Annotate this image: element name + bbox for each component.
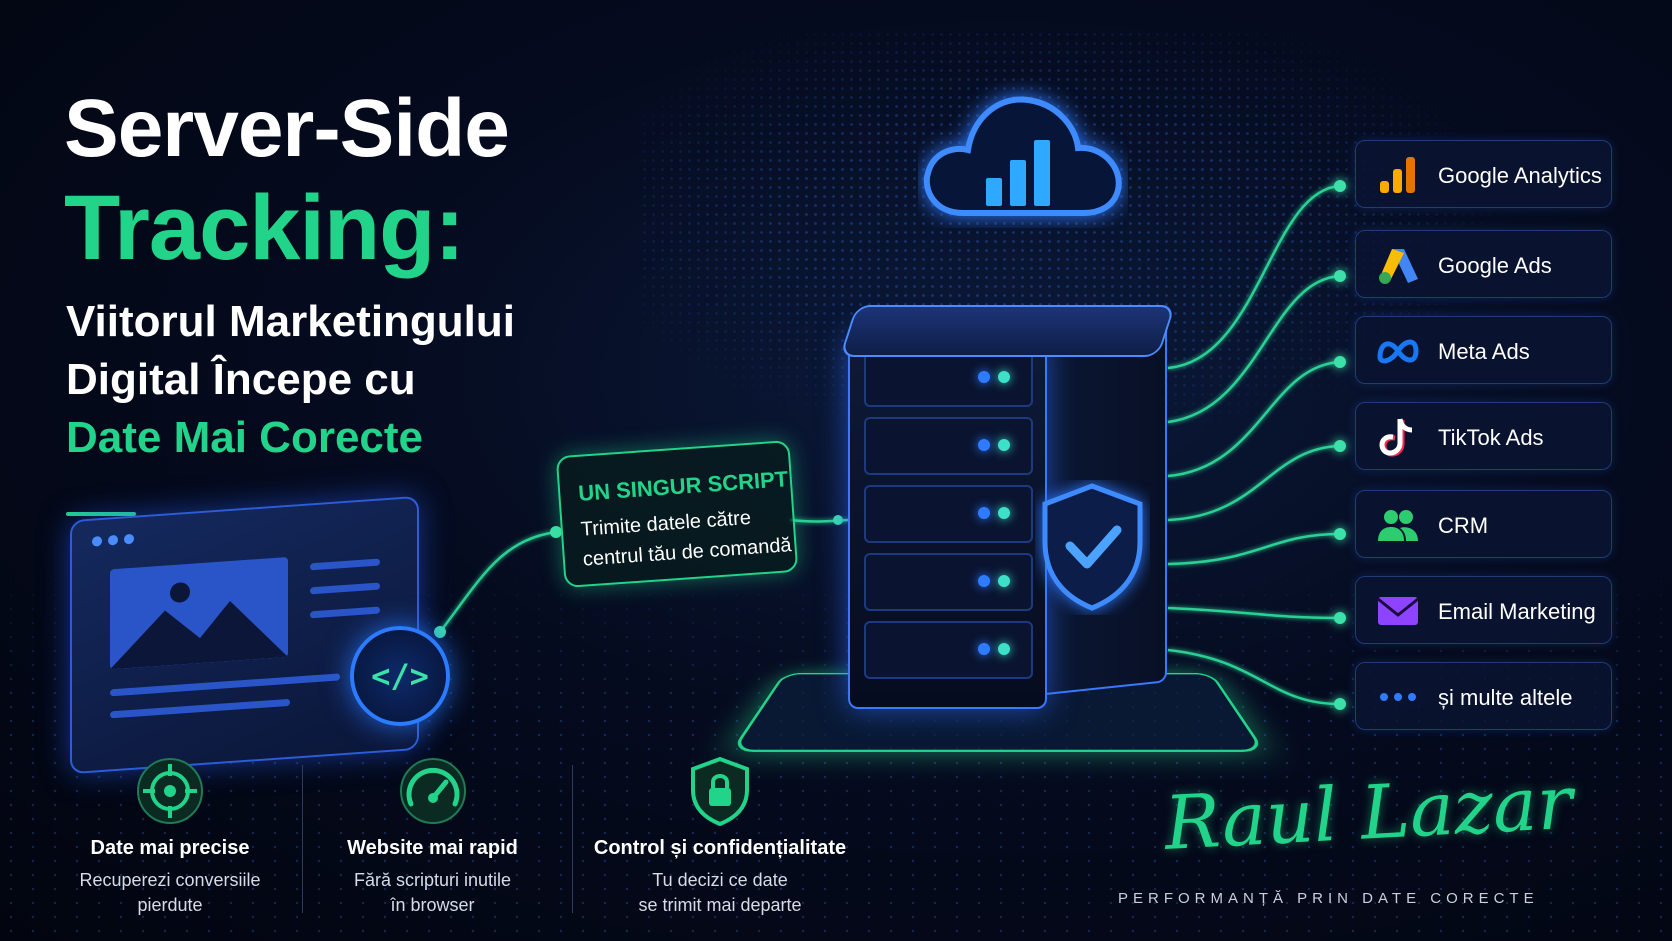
headline-divider	[66, 512, 136, 516]
feature-divider	[302, 765, 303, 913]
feature-title: Date mai precise	[90, 837, 250, 859]
image-placeholder-icon	[110, 556, 288, 670]
subheadline-line-2: Digital Începe cu	[66, 355, 416, 404]
destination-google-ads: Google Ads	[1355, 230, 1612, 298]
headline-line-2: Tracking:	[64, 177, 465, 279]
window-dot-icon	[108, 534, 118, 546]
text-line	[310, 606, 380, 619]
destination-tiktok-ads: TikTok Ads	[1355, 402, 1612, 470]
text-line	[110, 673, 340, 697]
tagline: PERFORMANȚĂ PRIN DATE CORECTE	[1118, 890, 1539, 907]
tiktok-icon	[1376, 417, 1420, 457]
destination-label: Email Marketing	[1438, 599, 1596, 624]
envelope-icon	[1376, 591, 1420, 631]
server-front-panel	[848, 335, 1047, 709]
cloud-analytics-icon	[923, 96, 1122, 216]
script-callout-title: UN SINGUR SCRIPT	[577, 466, 789, 506]
feature-accuracy: Date mai precise Recuperezi conversiile …	[60, 756, 280, 918]
window-dot-icon	[92, 535, 102, 547]
destination-meta-ads: Meta Ads	[1355, 316, 1612, 384]
server-bay	[864, 349, 1033, 407]
destination-label: și multe altele	[1438, 685, 1573, 710]
text-line	[110, 698, 290, 719]
meta-icon	[1376, 331, 1420, 371]
code-icon: </>	[350, 626, 450, 726]
script-callout: UN SINGUR SCRIPT Trimite datele către ce…	[555, 439, 799, 589]
crosshair-icon	[137, 758, 203, 824]
connection-node	[1334, 612, 1346, 624]
script-callout-desc-2: centrul tău de comandă	[582, 534, 793, 571]
destination-label: CRM	[1438, 513, 1489, 538]
connection-node	[1334, 356, 1346, 368]
google-analytics-icon	[1376, 155, 1420, 195]
ellipsis-icon	[1376, 677, 1420, 717]
connection-node	[1334, 180, 1346, 192]
destination-label: TikTok Ads	[1438, 425, 1544, 450]
feature-desc-1: Tu decizi ce date	[652, 870, 788, 890]
feature-privacy: Control și confidențialitate Tu decizi c…	[590, 756, 850, 918]
text-line	[310, 558, 380, 571]
connection-node	[1334, 270, 1346, 282]
feature-title: Website mai rapid	[347, 837, 518, 859]
browser-window-illustration	[70, 495, 419, 775]
destination-email-marketing: Email Marketing	[1355, 576, 1612, 644]
speedometer-icon	[399, 758, 466, 824]
destination-crm: CRM	[1355, 490, 1612, 558]
destination-more: și multe altele	[1355, 662, 1612, 730]
script-callout-desc-1: Trimite datele către	[580, 506, 752, 541]
connection-node	[1334, 528, 1346, 540]
google-ads-icon	[1376, 245, 1420, 285]
signature-logo: Raul Lazar	[1162, 759, 1575, 867]
server-bay	[864, 553, 1033, 611]
headline-line-1: Server-Side	[64, 83, 510, 174]
feature-desc-2: se trimit mai departe	[638, 895, 802, 915]
feature-desc-1: Fără scripturi inutile	[353, 870, 512, 890]
server-bay	[864, 485, 1033, 543]
server-top	[839, 305, 1176, 357]
text-line	[310, 582, 380, 595]
feature-desc-2: pierdute	[137, 895, 203, 915]
destination-google-analytics: Google Analytics	[1355, 140, 1612, 208]
feature-title: Control și confidențialitate	[593, 837, 847, 859]
feature-divider	[572, 765, 573, 913]
feature-desc-1: Recuperezi conversiile	[79, 870, 261, 890]
shield-lock-icon	[691, 756, 749, 827]
connection-node	[1334, 698, 1346, 710]
users-icon	[1376, 505, 1420, 545]
window-dot-icon	[124, 533, 134, 545]
feature-speed: Website mai rapid Fără scripturi inutile…	[320, 756, 545, 918]
server-bay	[864, 621, 1033, 679]
destination-label: Meta Ads	[1438, 339, 1530, 364]
connection-node	[1334, 440, 1346, 452]
feature-desc-2: în browser	[390, 895, 475, 915]
shield-check-icon	[1042, 483, 1143, 611]
subheadline-line-1: Viitorul Marketingului	[66, 297, 516, 346]
server-bay	[864, 417, 1033, 475]
subheadline-line-3: Date Mai Corecte	[66, 413, 424, 462]
destination-label: Google Ads	[1438, 253, 1552, 278]
destination-label: Google Analytics	[1438, 163, 1602, 188]
